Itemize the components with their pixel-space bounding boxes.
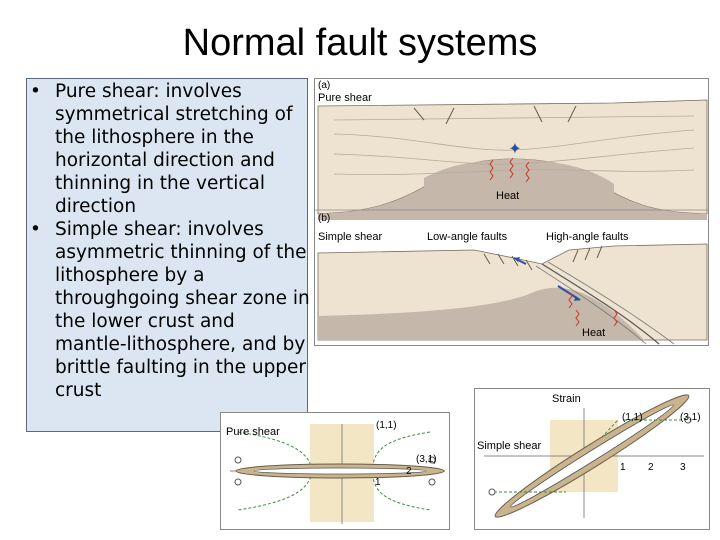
pure-shear-arrows-icon: ✦ (508, 141, 521, 158)
heat-wave-icon (568, 291, 618, 327)
bullet-term-pure-shear: Pure shear (55, 81, 154, 102)
slide-title: Normal fault systems (182, 22, 538, 64)
simple-shear-tick-1: 1 (620, 462, 626, 473)
panel-a-letter: (a) (318, 80, 330, 91)
panel-b-letter: (b) (318, 213, 330, 224)
high-angle-faults-label: High-angle faults (546, 231, 629, 243)
bullet-text-pure-shear: : involves symmetrical stretching of the… (55, 81, 293, 217)
low-angle-faults-label: Low-angle faults (427, 231, 508, 243)
panel-b-label: Simple shear (318, 231, 383, 243)
cross-section-figure: ✦ (a) Pure shear Heat (b) Simple shear L… (314, 78, 709, 346)
pure-shear-point-1-1: (1,1) (376, 420, 397, 431)
heat-wave-icon (489, 157, 530, 183)
pure-shear-strain-figure: Pure shear (1,1) (3,1) 1 2 (220, 412, 450, 530)
pure-shear-strain-label: Pure shear (226, 426, 280, 438)
pure-shear-point-3-1: (3,1) (416, 454, 437, 465)
simple-shear-tick-3: 3 (680, 462, 686, 473)
text-box-background (26, 78, 308, 432)
bullet-list: • Pure shear: involves symmetrical stretc… (30, 80, 312, 402)
panel-b-diagram (317, 243, 708, 345)
bullet-pure-shear: • Pure shear: involves symmetrical stretc… (30, 80, 312, 218)
bullet-dot-icon: • (30, 219, 41, 240)
strain-label: Strain (552, 393, 581, 405)
bullet-text-simple-shear: : involves asymmetric thinning of the li… (55, 219, 310, 401)
pure-shear-tick-1: 1 (375, 477, 381, 488)
bullet-term-simple-shear: Simple shear (55, 219, 176, 240)
simple-shear-strain-label: Simple shear (477, 440, 542, 452)
panel-a-heat-label: Heat (496, 190, 519, 202)
panel-a-diagram: ✦ (317, 99, 708, 220)
panel-a-label: Pure shear (318, 92, 372, 104)
simple-shear-strain-figure: Strain Simple shear (1,1) (3,1) 1 2 3 (474, 388, 710, 530)
pure-shear-tick-2: 2 (406, 466, 412, 477)
simple-shear-tick-2: 2 (648, 462, 654, 473)
panel-b-heat-label: Heat (582, 327, 605, 339)
bullet-dot-icon: • (30, 81, 41, 102)
bullet-simple-shear: • Simple shear: involves asymmetric thinn… (30, 218, 312, 402)
simple-shear-point-1-1: (1,1) (622, 412, 643, 423)
simple-shear-point-3-1: (3,1) (680, 412, 701, 423)
